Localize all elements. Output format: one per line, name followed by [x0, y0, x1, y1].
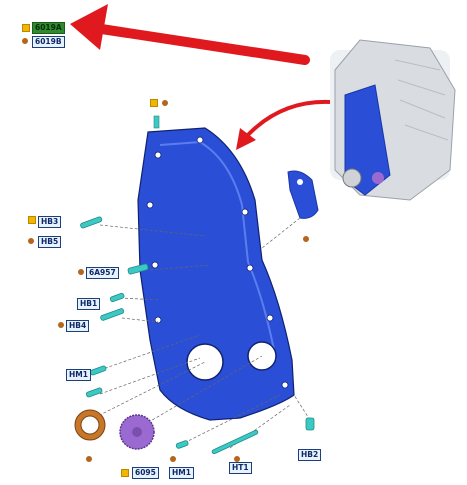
square-icon: [28, 216, 36, 224]
circle-dot-icon: [162, 100, 168, 106]
part-label-hb2[interactable]: HB2: [298, 449, 322, 461]
part-label-hm1-bottom[interactable]: HM1: [169, 467, 194, 479]
part-label-hm1-left[interactable]: HM1: [66, 369, 91, 381]
square-icon: [22, 24, 30, 32]
circle-dot-icon: [78, 269, 84, 275]
part-label-6019b[interactable]: 6019B: [32, 36, 65, 48]
circle-dot-icon: [234, 456, 240, 462]
square-icon: [121, 469, 129, 477]
part-label-hb3[interactable]: HB3: [38, 216, 62, 228]
part-label-6a957[interactable]: 6A957: [86, 267, 119, 279]
gear-icon: [119, 414, 155, 450]
circle-dot-icon: [86, 456, 92, 462]
part-label-hb1[interactable]: HB1: [77, 298, 101, 310]
part-label-ht1[interactable]: HT1: [229, 462, 252, 474]
part-label-6019a[interactable]: 6019A: [32, 22, 65, 34]
circle-dot-icon: [170, 456, 176, 462]
timing-cover: [137, 127, 295, 421]
part-label-hb5[interactable]: HB5: [38, 236, 62, 248]
circle-dot-icon: [303, 236, 309, 242]
bolts: [80, 216, 315, 455]
circle-dot-icon: [28, 238, 34, 244]
square-icon: [150, 99, 158, 107]
leader-lines: [89, 217, 311, 449]
curved-arrow-icon: [236, 99, 331, 150]
top-dowel: [153, 115, 160, 129]
circle-dot-icon: [58, 322, 64, 328]
crank-seal: [74, 409, 106, 441]
part-label-6095[interactable]: 6095: [132, 467, 159, 479]
circle-dot-icon: [22, 38, 28, 44]
part-label-hb4[interactable]: HB4: [66, 320, 90, 332]
pointer-arrow-icon: [70, 4, 310, 65]
engine-thumbnail: [330, 39, 456, 201]
bracket-part: [287, 170, 319, 219]
